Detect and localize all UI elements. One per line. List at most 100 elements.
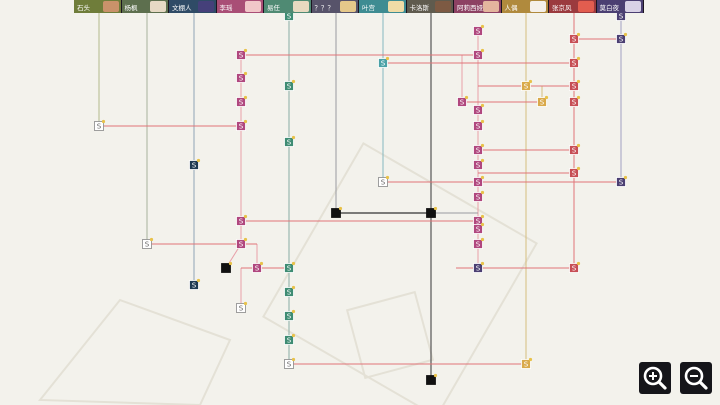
story-node-label: S <box>619 36 624 44</box>
story-node[interactable]: S <box>473 119 485 131</box>
story-node[interactable]: S <box>569 56 581 68</box>
story-node-box <box>569 97 579 107</box>
character-portrait <box>625 1 641 12</box>
story-node[interactable]: S <box>236 71 248 83</box>
story-node-box <box>473 50 483 60</box>
story-node[interactable]: S <box>569 32 581 44</box>
character-tab[interactable]: 阿莉西娅 <box>454 0 502 13</box>
node-marker-dot <box>576 95 581 100</box>
story-node-box <box>284 359 294 369</box>
story-node[interactable]: S <box>236 119 248 131</box>
story-node[interactable]: S <box>616 175 628 187</box>
story-node[interactable]: S <box>236 95 248 107</box>
story-node[interactable]: S <box>284 285 296 297</box>
story-node[interactable]: S <box>473 237 485 249</box>
story-node-label: S <box>287 313 292 321</box>
story-node[interactable]: S <box>521 357 533 369</box>
story-node[interactable]: S <box>569 143 581 155</box>
story-node[interactable]: S <box>236 48 248 60</box>
story-node-label: S <box>572 170 577 178</box>
story-node[interactable]: S <box>569 166 581 178</box>
story-node[interactable]: S <box>457 95 469 107</box>
story-node-label: S <box>287 361 292 369</box>
story-node[interactable]: S <box>284 333 296 345</box>
story-node-label: S <box>572 265 577 273</box>
story-node[interactable]: S <box>284 261 296 273</box>
node-marker-dot <box>243 48 248 53</box>
story-node[interactable]: S <box>473 261 485 273</box>
story-node-label: S <box>239 123 244 131</box>
story-node[interactable]: S <box>252 261 264 273</box>
story-node[interactable]: S <box>236 214 248 226</box>
story-node-label: S <box>476 162 481 170</box>
story-node[interactable]: S <box>569 261 581 273</box>
story-node[interactable]: S <box>284 79 296 91</box>
story-node[interactable]: S <box>569 79 581 91</box>
story-node[interactable]: S <box>236 237 248 249</box>
story-node-label: S <box>287 289 292 297</box>
story-node-box <box>284 335 294 345</box>
story-node[interactable]: S <box>473 103 485 115</box>
story-node[interactable]: S <box>378 56 390 68</box>
story-node[interactable] <box>331 206 343 218</box>
story-node[interactable]: S <box>94 119 106 131</box>
story-node[interactable]: S <box>473 175 485 187</box>
story-node[interactable]: S <box>521 79 533 91</box>
story-node-label: S <box>460 99 465 107</box>
story-node[interactable]: S <box>569 95 581 107</box>
node-marker-dot <box>433 373 438 378</box>
story-node[interactable]: S <box>537 95 549 107</box>
character-portrait <box>340 1 356 12</box>
story-node[interactable]: S <box>284 309 296 321</box>
character-tab[interactable]: 杨枫 <box>121 0 169 13</box>
character-tab[interactable]: 易任 <box>264 0 312 13</box>
story-node-box <box>473 192 483 202</box>
node-marker-dot <box>480 222 485 227</box>
node-marker-dot <box>385 175 390 180</box>
character-tab[interactable]: 卡洛斯 <box>406 0 454 13</box>
story-node-label: S <box>239 99 244 107</box>
story-node[interactable]: S <box>616 32 628 44</box>
character-tab[interactable]: 张京风 <box>549 0 597 13</box>
story-node-label: S <box>572 99 577 107</box>
story-node-box <box>378 177 388 187</box>
character-tab[interactable]: 石头 <box>74 0 122 13</box>
story-node[interactable]: S <box>142 237 154 249</box>
story-node-box <box>473 145 483 155</box>
story-node[interactable]: S <box>284 357 296 369</box>
story-node-label: S <box>255 265 260 273</box>
story-node-box <box>457 97 467 107</box>
character-tab[interactable]: 人偶 <box>501 0 549 13</box>
story-node[interactable]: S <box>473 222 485 234</box>
story-node[interactable]: S <box>473 24 485 36</box>
story-node[interactable] <box>426 373 438 385</box>
story-node[interactable]: S <box>473 143 485 155</box>
character-tab-label: 杨枫 <box>124 3 138 12</box>
character-tab[interactable]: 李瑶 <box>216 0 264 13</box>
node-marker-dot <box>480 261 485 266</box>
node-marker-dot <box>464 95 469 100</box>
character-tab-label: 易任 <box>267 3 280 12</box>
node-marker-dot <box>291 135 296 140</box>
story-node[interactable]: S <box>189 158 201 170</box>
character-tab[interactable]: 文棚人 <box>169 0 217 13</box>
story-node-box <box>569 58 579 68</box>
character-tab[interactable]: ？？？ <box>311 0 359 13</box>
character-tab-label: 阿莉西娅 <box>457 3 483 12</box>
story-node-label: S <box>476 28 481 36</box>
story-node-label: S <box>540 99 545 107</box>
character-tab[interactable]: 莫白夜 <box>596 0 644 13</box>
story-node-label: S <box>476 265 481 273</box>
story-node[interactable]: S <box>473 190 485 202</box>
zoom-in-button[interactable] <box>639 362 671 394</box>
story-node[interactable]: S <box>473 48 485 60</box>
story-node[interactable]: S <box>284 135 296 147</box>
story-node[interactable]: S <box>189 278 201 290</box>
character-tab[interactable]: 叶宫 <box>359 0 407 13</box>
story-node[interactable]: S <box>473 158 485 170</box>
story-node[interactable] <box>221 261 233 273</box>
story-node[interactable] <box>426 206 438 218</box>
story-node[interactable]: S <box>236 301 248 313</box>
story-node[interactable]: S <box>378 175 390 187</box>
zoom-out-button[interactable] <box>680 362 712 394</box>
